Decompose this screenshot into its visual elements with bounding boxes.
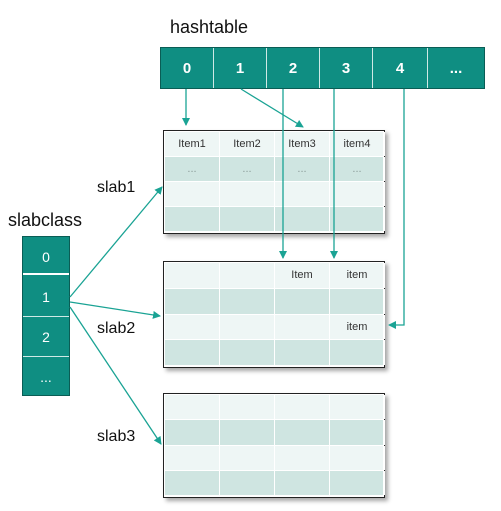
- slab-cell: [165, 395, 220, 420]
- slab-cell: [165, 420, 220, 445]
- arrow-h4-to-slab2-item: [388, 89, 405, 329]
- slab-cell: [220, 470, 275, 495]
- slab-cell: [275, 470, 330, 495]
- slab-row: [165, 207, 385, 231]
- slab-cell: [220, 182, 275, 206]
- slab-cell: Item1: [165, 132, 220, 156]
- slabclass-cell-0: 0: [42, 249, 50, 265]
- hashtable-cell-3: 3: [320, 48, 373, 88]
- slab-cell: [165, 445, 220, 470]
- slabclass-separator: [23, 356, 69, 357]
- arrow-sc1-to-slab1: [69, 186, 163, 298]
- slab-cell: [165, 470, 220, 495]
- slab-cell: [275, 395, 330, 420]
- slab-cell: ...: [165, 157, 220, 181]
- slab-row: [165, 470, 385, 495]
- slab-cell: [275, 420, 330, 445]
- hashtable-array: 0 1 2 3 4 ...: [160, 47, 485, 89]
- slab-cell: [220, 395, 275, 420]
- slab-cell: [220, 263, 275, 288]
- slab-cell: item4: [330, 132, 385, 156]
- slab-cell: [165, 182, 220, 206]
- slab-cell: [330, 288, 385, 314]
- slabclass-cell-1: 1: [42, 289, 50, 305]
- slabclass-separator: [23, 316, 69, 317]
- slab-row: [165, 288, 385, 314]
- slab-cell: item: [330, 263, 385, 288]
- slab-cell: [275, 288, 330, 314]
- slab-cell: [330, 445, 385, 470]
- slab-row: item: [165, 314, 385, 340]
- slabclass-cell-2: 2: [42, 329, 50, 345]
- hashtable-cell-1: 1: [214, 48, 267, 88]
- slab-row: [165, 182, 385, 206]
- slab3-label: slab3: [97, 428, 136, 445]
- slab2-label: slab2: [97, 320, 136, 337]
- slab-cell: [275, 445, 330, 470]
- slab-cell: [330, 470, 385, 495]
- slab-cell: [220, 340, 275, 365]
- slab-cell: [220, 288, 275, 314]
- slabclass-array: 0 1 2 ...: [22, 236, 70, 396]
- slab1-label: slab1: [97, 179, 136, 196]
- hashtable-cell-4: 4: [373, 48, 428, 88]
- slabclass-separator: [23, 273, 69, 275]
- slab-cell: ...: [275, 157, 330, 181]
- slab-cell: ...: [330, 157, 385, 181]
- arrow-sc1-to-slab2: [69, 301, 161, 319]
- arrow-h1-to-item3: [240, 88, 304, 128]
- slab-row: [165, 340, 385, 365]
- slab-row: [165, 445, 385, 470]
- slabclass-cell-ellipsis: ...: [40, 369, 52, 385]
- slab-cell: [220, 445, 275, 470]
- slab-cell: [220, 420, 275, 445]
- slab-cell: [330, 340, 385, 365]
- slab-row: [165, 395, 385, 420]
- slab-cell: ...: [220, 157, 275, 181]
- slab-cell: [275, 340, 330, 365]
- slabclass-title: slabclass: [8, 210, 83, 230]
- slab-cell: [330, 207, 385, 231]
- slab-cell: [165, 314, 220, 340]
- slab-cell: Item3: [275, 132, 330, 156]
- hashtable-title: hashtable: [170, 17, 249, 37]
- slab-cell: [165, 263, 220, 288]
- slab-cell: [275, 314, 330, 340]
- slab-cell: [330, 182, 385, 206]
- slab-cell: Item: [275, 263, 330, 288]
- slab-row: ............: [165, 157, 385, 181]
- hashtable-cell-ellipsis: ...: [449, 59, 463, 77]
- hashtable-cell-0: 0: [161, 48, 214, 88]
- slab-cell: [275, 207, 330, 231]
- slab3-table: [163, 393, 385, 498]
- slab-cell: [165, 288, 220, 314]
- slab-cell: [330, 420, 385, 445]
- slab-cell: [220, 207, 275, 231]
- slab-cell: [220, 314, 275, 340]
- slab-cell: Item2: [220, 132, 275, 156]
- arrow-sc1-to-slab3: [69, 306, 162, 445]
- slab-cell: item: [330, 314, 385, 340]
- slab-cell: [165, 340, 220, 365]
- slab-cell: [330, 395, 385, 420]
- slab-cell: [165, 207, 220, 231]
- hashtable-cell-2: 2: [267, 48, 320, 88]
- slab-cell: [275, 182, 330, 206]
- slab-row: [165, 420, 385, 445]
